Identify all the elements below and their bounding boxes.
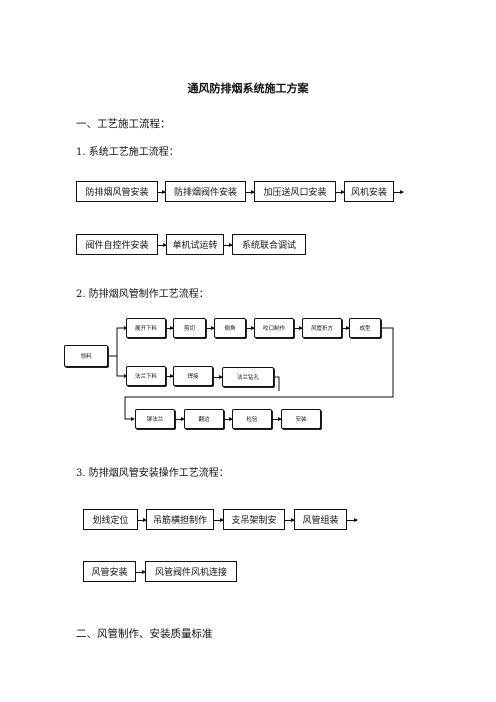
flow1-step-6: 单机试运转 [166, 234, 224, 255]
flow2-start: 领料 [64, 345, 108, 367]
flow2-step: 咬口制作 [254, 318, 294, 338]
flow2-step: 铆法兰 [135, 409, 175, 429]
flow2-step: 检验 [232, 409, 272, 429]
flow2-step: 成型 [349, 318, 381, 338]
arrow [138, 518, 147, 522]
arrow [394, 190, 404, 194]
arrow [342, 326, 350, 330]
arrow [246, 190, 255, 194]
arrow [158, 243, 167, 247]
section-2-heading: 二、风管制作、安装质量标准 [76, 628, 213, 640]
flow1-step-4: 风机安装 [344, 181, 394, 202]
flow2-step: 安装 [281, 409, 321, 429]
arrow [136, 570, 146, 574]
arrow [294, 326, 303, 330]
flow1-step-1: 防排烟风管安装 [76, 181, 158, 202]
arrow [213, 375, 223, 379]
flow2-step: 倒角 [214, 318, 246, 338]
arrow [336, 190, 345, 194]
arrow [347, 518, 358, 522]
flow-2-heading: 2. 防排烟风管制作工艺流程： [76, 289, 209, 300]
section-1-heading: 一、工艺施工流程： [76, 118, 171, 130]
flow3-step-4: 风管组装 [294, 509, 347, 530]
arrow [246, 326, 255, 330]
flow2-step: 法兰下料 [126, 366, 166, 386]
flow3-step-1: 划线定位 [83, 509, 138, 530]
flow2-step: 风管折方 [302, 318, 342, 338]
arrow [224, 417, 233, 421]
arrow [224, 243, 233, 247]
flow2-step: 剪切 [173, 318, 206, 338]
page-title: 通风防排烟系统施工方案 [187, 82, 309, 95]
flow3-step-2: 吊筋横担制作 [146, 509, 214, 530]
flow1-step-3: 加压送风口安装 [254, 181, 336, 202]
arrow [158, 190, 166, 194]
flow1-step-7: 系统联合调试 [232, 234, 306, 255]
flow2-step: 展开下料 [126, 318, 166, 338]
arrow [214, 518, 224, 522]
flow2-step: 焊接 [173, 366, 213, 386]
flow3-step-3: 支吊架制安 [223, 509, 285, 530]
flow1-step-5: 阀件自控件安装 [76, 234, 158, 255]
flow-3-heading: 3. 防排烟风管安装操作工艺流程： [76, 468, 229, 479]
arrow [166, 374, 174, 378]
flow-1-heading: 1. 系统工艺施工流程： [76, 147, 179, 158]
flow2-step: 法兰钻孔 [222, 367, 274, 387]
flow1-step-2: 防排烟阀件安装 [165, 181, 246, 202]
flow3-step-6: 风管阀件风机连接 [145, 561, 237, 582]
flow2-step: 翻边 [184, 409, 224, 429]
arrow [175, 417, 185, 421]
arrow [206, 326, 215, 330]
flow3-step-5: 风管安装 [83, 561, 136, 582]
arrow [166, 326, 174, 330]
arrow [272, 417, 282, 421]
arrow [285, 518, 295, 522]
